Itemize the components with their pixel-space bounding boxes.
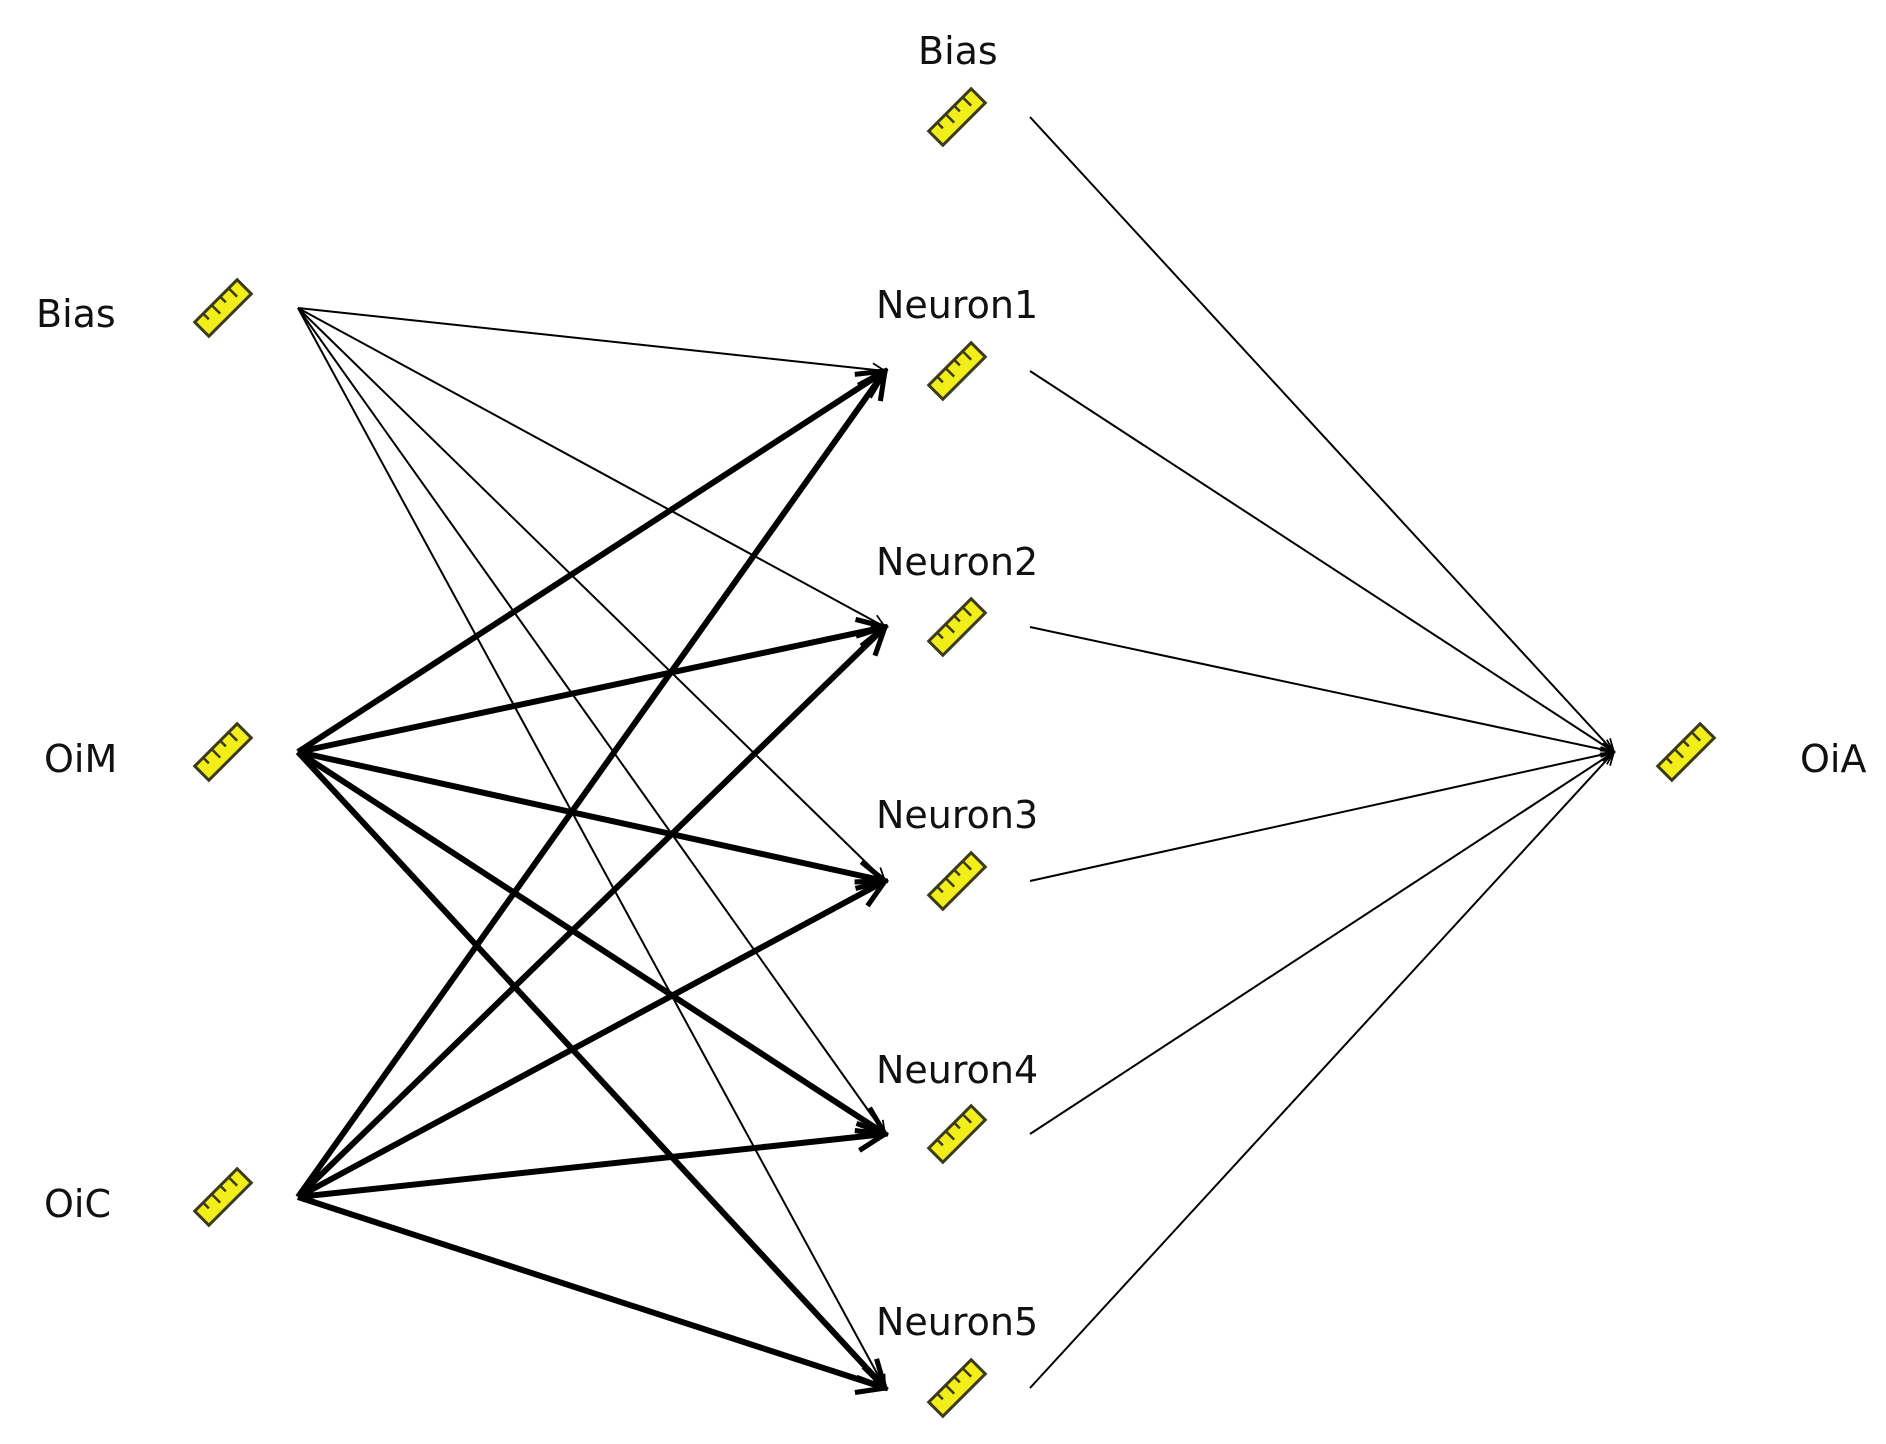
ruler-icon	[926, 340, 988, 402]
edge-neuron5-to-output-oia	[1029, 752, 1614, 1389]
node-label-input-oim: OiM	[44, 737, 117, 781]
node-hidden-bias[interactable]: Bias	[918, 29, 998, 148]
edge-input-oim-to-neuron1	[296, 371, 885, 755]
node-label-input-bias: Bias	[36, 292, 116, 336]
node-output-oia[interactable]: OiA	[1655, 721, 1867, 783]
node-label-neuron2: Neuron2	[876, 540, 1038, 584]
ruler-icon	[926, 86, 988, 148]
edge-input-oic-to-neuron3	[296, 881, 885, 1200]
node-input-oim[interactable]: OiM	[44, 721, 254, 783]
node-input-oic[interactable]: OiC	[44, 1166, 254, 1228]
ruler-icon	[926, 596, 988, 658]
ruler-icon	[1655, 721, 1717, 783]
edge-neuron2-to-output-oia	[1029, 626, 1614, 752]
edge-input-oic-to-neuron2	[295, 627, 885, 1200]
ruler-icon	[192, 277, 254, 339]
edge-neuron1-to-output-oia	[1029, 370, 1614, 752]
node-label-hidden-bias: Bias	[918, 29, 998, 73]
edge-neuron4-to-output-oia	[1029, 752, 1614, 1135]
edge-input-oic-to-neuron5	[297, 1194, 885, 1388]
node-label-input-oic: OiC	[44, 1182, 111, 1226]
node-label-neuron1: Neuron1	[876, 283, 1038, 327]
edge-input-oim-to-neuron4	[296, 749, 885, 1134]
node-input-bias[interactable]: Bias	[36, 277, 254, 339]
edge-input-bias-to-neuron1	[297, 307, 885, 371]
edge-input-bias-to-neuron4	[297, 307, 885, 1134]
node-label-neuron4: Neuron4	[876, 1048, 1038, 1092]
node-label-output-oia: OiA	[1800, 737, 1866, 781]
edge-input-oim-to-neuron2	[297, 627, 885, 755]
ruler-icon	[192, 1166, 254, 1228]
edge-neuron3-to-output-oia	[1029, 752, 1614, 882]
ruler-icon	[926, 1357, 988, 1419]
node-neuron5[interactable]: Neuron5	[876, 1300, 1038, 1419]
edge-input-bias-to-neuron2	[297, 307, 885, 627]
edge-input-oic-to-neuron1	[295, 371, 885, 1199]
edge-input-bias-to-neuron3	[297, 307, 885, 881]
ruler-icon	[192, 721, 254, 783]
ruler-icon	[926, 850, 988, 912]
edge-input-oic-to-neuron4	[297, 1134, 885, 1200]
node-label-neuron5: Neuron5	[876, 1300, 1038, 1344]
node-neuron1[interactable]: Neuron1	[876, 283, 1038, 402]
edge-input-oim-to-neuron3	[297, 749, 885, 881]
node-neuron3[interactable]: Neuron3	[876, 793, 1038, 912]
edge-input-oim-to-neuron5	[295, 749, 885, 1388]
node-neuron4[interactable]: Neuron4	[876, 1048, 1038, 1165]
node-label-neuron3: Neuron3	[876, 793, 1038, 837]
ruler-icon	[926, 1103, 988, 1165]
edge-input-bias-to-neuron5	[297, 307, 885, 1388]
node-neuron2[interactable]: Neuron2	[876, 540, 1038, 658]
edge-hidden-bias-to-output-oia	[1029, 116, 1614, 752]
connections	[295, 116, 1614, 1389]
